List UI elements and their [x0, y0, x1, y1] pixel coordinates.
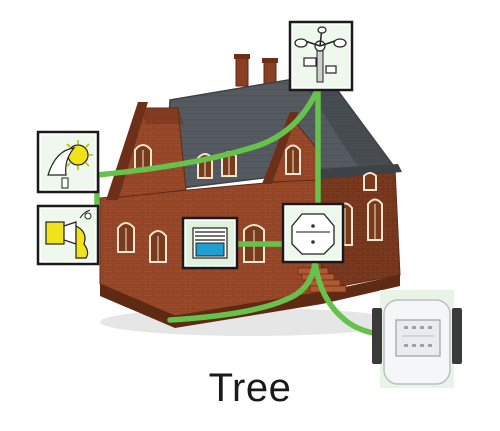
shutter-actuator-icon [181, 216, 239, 270]
motion-sensor-icon [36, 204, 100, 266]
weather-station-icon [288, 20, 354, 92]
window-right-top [363, 172, 377, 191]
diagram-caption: Tree [208, 366, 292, 410]
central-switch-icon [281, 202, 345, 264]
light-sensor-icon [36, 130, 100, 194]
wire-light-sensor [94, 85, 321, 178]
control-module-icon [372, 290, 462, 388]
house-illustration [99, 54, 402, 336]
chimney-left [235, 55, 249, 87]
wire-ground [167, 259, 318, 323]
